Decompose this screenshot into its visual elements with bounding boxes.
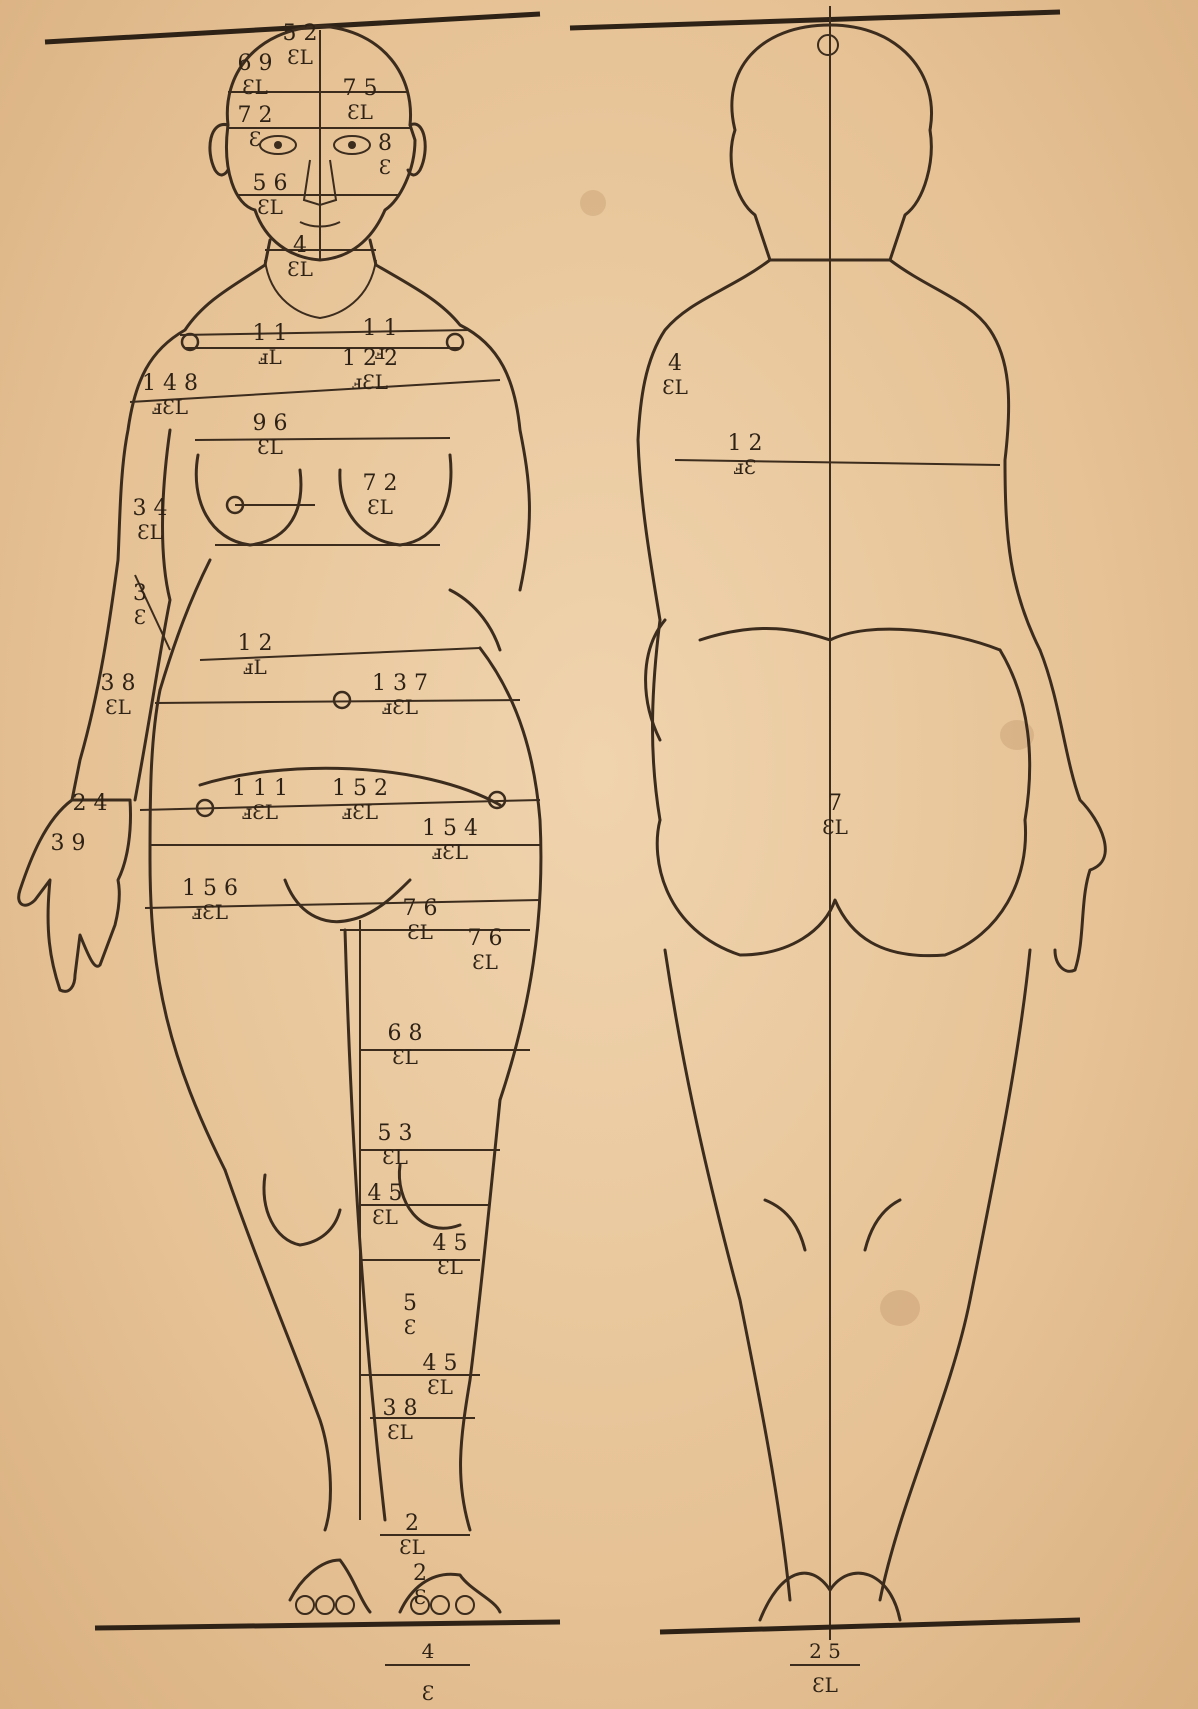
buttocks-denominator: ƐL: [822, 815, 848, 839]
front-base-fraction: 4 Ɛ: [422, 1639, 435, 1705]
elbow-denominator: Ɛ: [134, 605, 146, 629]
lower-hip-denominator: ⅎƐⅬ: [432, 840, 468, 864]
front-base-numerator: 4: [422, 1639, 435, 1663]
head-left-denominator: ƐⅬ: [242, 75, 268, 99]
knee-denominator: ƐⅬ: [372, 1205, 398, 1229]
neck-denominator: ƐⅬ: [287, 257, 313, 281]
elbow-numerator: 3: [133, 581, 147, 606]
thigh-top-denominator: ƐL: [472, 950, 498, 974]
crotch-denominator: ƐⅬ: [407, 920, 433, 944]
ear-denominator: Ɛ: [379, 155, 391, 179]
shoulder-left-numerator: 1 1: [253, 321, 288, 346]
hip-arc-numerator: 1 1 1: [232, 776, 288, 801]
ankle-up-denominator: ƐL: [387, 1420, 413, 1444]
head-left-numerator: 6 9: [238, 51, 273, 76]
above-knee-numerator: 5 3: [378, 1121, 413, 1146]
eyes-denominator: Ɛ: [249, 127, 261, 151]
head-top-denominator: ƐⅬ: [287, 45, 313, 69]
upper-arm-denominator: ƐⅬ: [137, 520, 163, 544]
waist-numerator: 1 2: [238, 631, 273, 656]
hip-denominator: ⅎƐⅬ: [342, 800, 378, 824]
eyes-numerator: 7 2: [238, 103, 273, 128]
front-base-denominator: Ɛ: [422, 1681, 434, 1705]
back-body-outline: [638, 260, 1040, 650]
below-knee-denominator: ƐⅬ: [437, 1255, 463, 1279]
shoulder-blade-denominator: ƐL: [662, 375, 688, 399]
below-knee-numerator: 4 5: [433, 1231, 468, 1256]
nipple-denominator: ƐⅬ: [367, 495, 393, 519]
nose-numerator: 5 6: [253, 171, 288, 196]
navel-numerator: 1 3 7: [372, 671, 428, 696]
head-top-numerator: 5 2: [283, 21, 318, 46]
above-knee-denominator: ƐⅬ: [382, 1145, 408, 1169]
groin-denominator: ⅎƐⅬ: [192, 900, 228, 924]
ankle-denominator: ƐⅬ: [399, 1535, 425, 1559]
back-head-outline: [731, 25, 931, 260]
back-denominator: ⅎƐ: [734, 455, 757, 479]
thigh-numerator: 6 8: [388, 1021, 423, 1046]
calf-denominator: Ɛ: [404, 1315, 416, 1339]
foot-numerator: 2: [413, 1561, 427, 1586]
groin-numerator: 1 5 6: [182, 876, 238, 901]
nipple-numerator: 7 2: [363, 471, 398, 496]
lower-hip-numerator: 1 5 4: [422, 816, 478, 841]
head-right-denominator: ƐⅬ: [347, 100, 373, 124]
back-base-numerator: 2 5: [809, 1639, 841, 1663]
ankle-up-numerator: 3 8: [383, 1396, 418, 1421]
chest-denominator: ⅎƐⅬ: [152, 395, 188, 419]
back-base-denominator: ƐⅬ: [812, 1673, 838, 1697]
shoulder-left-denominator: ⅎⅬ: [258, 345, 282, 369]
knee-numerator: 4 5: [368, 1181, 403, 1206]
foot-denominator: Ɛ: [414, 1585, 426, 1609]
back-figure: [638, 6, 1105, 1640]
forearm-denominator: ƐⅬ: [105, 695, 131, 719]
crotch-numerator: 7 6: [403, 896, 438, 921]
neck-numerator: 4: [293, 233, 307, 258]
buttocks-numerator: 7: [828, 791, 842, 816]
lower-calf-numerator: 4 5: [423, 1351, 458, 1376]
waist-denominator: ⅎⅬ: [243, 655, 267, 679]
thigh-denominator: ƐⅬ: [392, 1045, 418, 1069]
wrist-numerator: 2 4: [73, 791, 108, 816]
upper-chest-denominator: ⅎƐⅬ: [352, 370, 388, 394]
chest-numerator: 1 4 8: [142, 371, 198, 396]
ankle-numerator: 2: [405, 1511, 419, 1536]
hip-numerator: 1 5 2: [332, 776, 388, 801]
ear-numerator: 8: [378, 131, 392, 156]
calf-numerator: 5: [403, 1291, 417, 1316]
top-rules: [45, 12, 1060, 42]
head-right-numerator: 7 5: [343, 76, 378, 101]
back-base-fraction: 2 5 ƐⅬ: [809, 1639, 841, 1697]
shoulder-right-numerator: 1 1: [363, 316, 398, 341]
shoulder-blade-numerator: 4: [668, 351, 682, 376]
ground-lines: [95, 1620, 1080, 1665]
forearm-numerator: 3 8: [101, 671, 136, 696]
breast-denominator: ƐⅬ: [257, 435, 283, 459]
front-feet: [290, 1560, 500, 1612]
upper-chest-numerator: 1 2 2: [342, 346, 398, 371]
navel-denominator: ⅎƐⅬ: [382, 695, 418, 719]
back-numerator: 1 2: [728, 431, 763, 456]
hip-arc-denominator: ⅎƐⅬ: [242, 800, 278, 824]
nose-denominator: ƐⅬ: [257, 195, 283, 219]
thigh-top-numerator: 7 6: [468, 926, 503, 951]
lower-calf-denominator: ƐⅬ: [427, 1375, 453, 1399]
breast-numerator: 9 6: [253, 411, 288, 436]
palm-numerator: 3 9: [51, 831, 86, 856]
upper-arm-numerator: 3 4: [133, 496, 168, 521]
front-hand: [19, 800, 131, 991]
